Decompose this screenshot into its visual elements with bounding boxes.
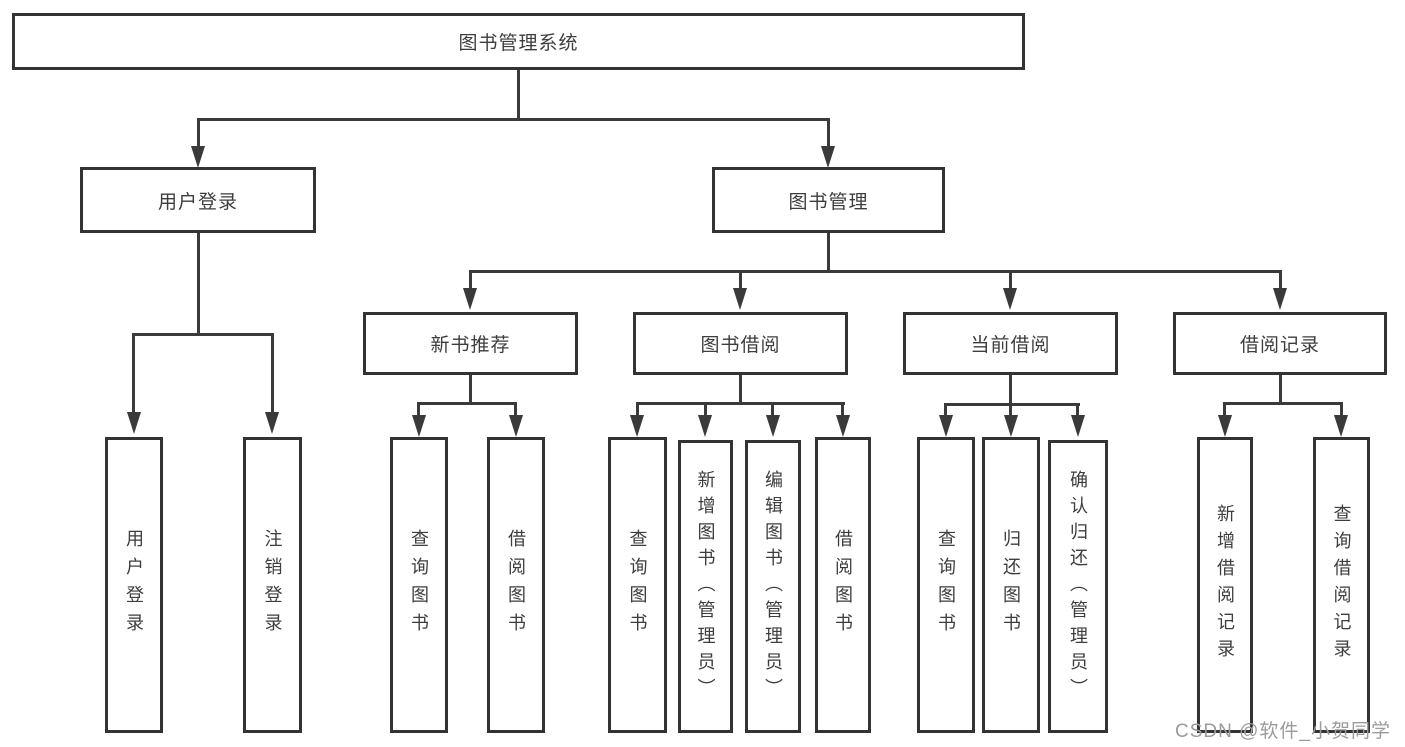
connector-line <box>944 403 947 416</box>
node-nbr-borrow-book: 借阅图书 <box>487 437 545 733</box>
arrowhead-down-icon <box>939 415 953 437</box>
arrowhead-down-icon <box>509 415 523 437</box>
arrowhead-down-icon <box>1218 415 1232 437</box>
arrowhead-down-icon <box>1334 415 1348 437</box>
connector-line <box>514 402 517 416</box>
connector-line <box>469 270 472 290</box>
connector-line <box>1076 403 1079 416</box>
node-bb-add-book: 新增图书（管理员） <box>678 440 733 733</box>
arrowhead-down-icon <box>265 412 279 434</box>
connector-line <box>636 402 845 405</box>
connector-line <box>771 402 774 416</box>
connector-line <box>1009 270 1012 290</box>
arrowhead-down-icon <box>463 288 477 310</box>
connector-line <box>739 375 742 404</box>
arrowhead-down-icon <box>766 415 780 437</box>
connector-line <box>636 402 639 416</box>
connector-line <box>197 233 200 335</box>
connector-line <box>469 270 1282 273</box>
connector-line <box>1223 402 1343 405</box>
connector-line <box>1009 374 1012 405</box>
connector-line <box>1279 270 1282 290</box>
connector-line <box>1223 402 1226 416</box>
connector-line <box>827 233 830 272</box>
connector-line <box>1009 403 1012 416</box>
arrowhead-down-icon <box>1004 415 1018 437</box>
arrowhead-down-icon <box>1071 415 1085 437</box>
node-logout: 注销登录 <box>243 437 302 733</box>
node-br-add-record: 新增借阅记录 <box>1197 437 1253 733</box>
node-nbr-query-book: 查询图书 <box>390 437 448 733</box>
connector-line <box>417 402 517 405</box>
node-br-query-record: 查询借阅记录 <box>1313 437 1370 733</box>
node-root: 图书管理系统 <box>12 13 1025 70</box>
node-cb-query-book: 查询图书 <box>917 437 975 733</box>
arrowhead-down-icon <box>191 146 205 168</box>
connector-line <box>517 70 520 120</box>
connector-line <box>417 402 420 416</box>
csdn-watermark: CSDN @软件_小贺同学 <box>1175 721 1391 742</box>
arrowhead-down-icon <box>821 146 835 168</box>
connector-line <box>1279 375 1282 404</box>
node-current-borrow: 当前借阅 <box>903 312 1118 375</box>
arrowhead-down-icon <box>733 288 747 310</box>
node-cb-return-book: 归还图书 <box>982 437 1040 733</box>
connector-line <box>827 118 830 148</box>
node-bb-query-book: 查询图书 <box>608 437 667 733</box>
node-bb-borrow-book: 借阅图书 <box>815 437 871 733</box>
connector-line <box>197 118 200 148</box>
connector-line <box>841 402 844 416</box>
node-new-book-rec: 新书推荐 <box>363 312 578 375</box>
node-borrow-records: 借阅记录 <box>1173 312 1387 375</box>
connector-line <box>132 333 135 414</box>
node-user-login: 用户登录 <box>80 167 316 233</box>
connector-line <box>944 403 1080 406</box>
connector-line <box>271 333 274 414</box>
connector-line <box>197 118 830 121</box>
node-cb-confirm-return: 确认归还（管理员） <box>1048 440 1108 733</box>
connector-line <box>469 375 472 404</box>
arrowhead-down-icon <box>698 415 712 437</box>
arrowhead-down-icon <box>1273 288 1287 310</box>
connector-line <box>704 402 707 416</box>
node-login: 用户登录 <box>105 437 163 733</box>
connector-line <box>739 270 742 290</box>
node-book-mgmt: 图书管理 <box>712 167 945 233</box>
arrowhead-down-icon <box>127 412 141 434</box>
connector-line <box>1340 402 1343 416</box>
arrowhead-down-icon <box>836 415 850 437</box>
connector-line <box>132 333 273 336</box>
node-book-borrow: 图书借阅 <box>633 312 848 375</box>
node-bb-edit-book: 编辑图书（管理员） <box>745 440 801 733</box>
arrowhead-down-icon <box>1003 288 1017 310</box>
arrowhead-down-icon <box>412 415 426 437</box>
arrowhead-down-icon <box>630 415 644 437</box>
